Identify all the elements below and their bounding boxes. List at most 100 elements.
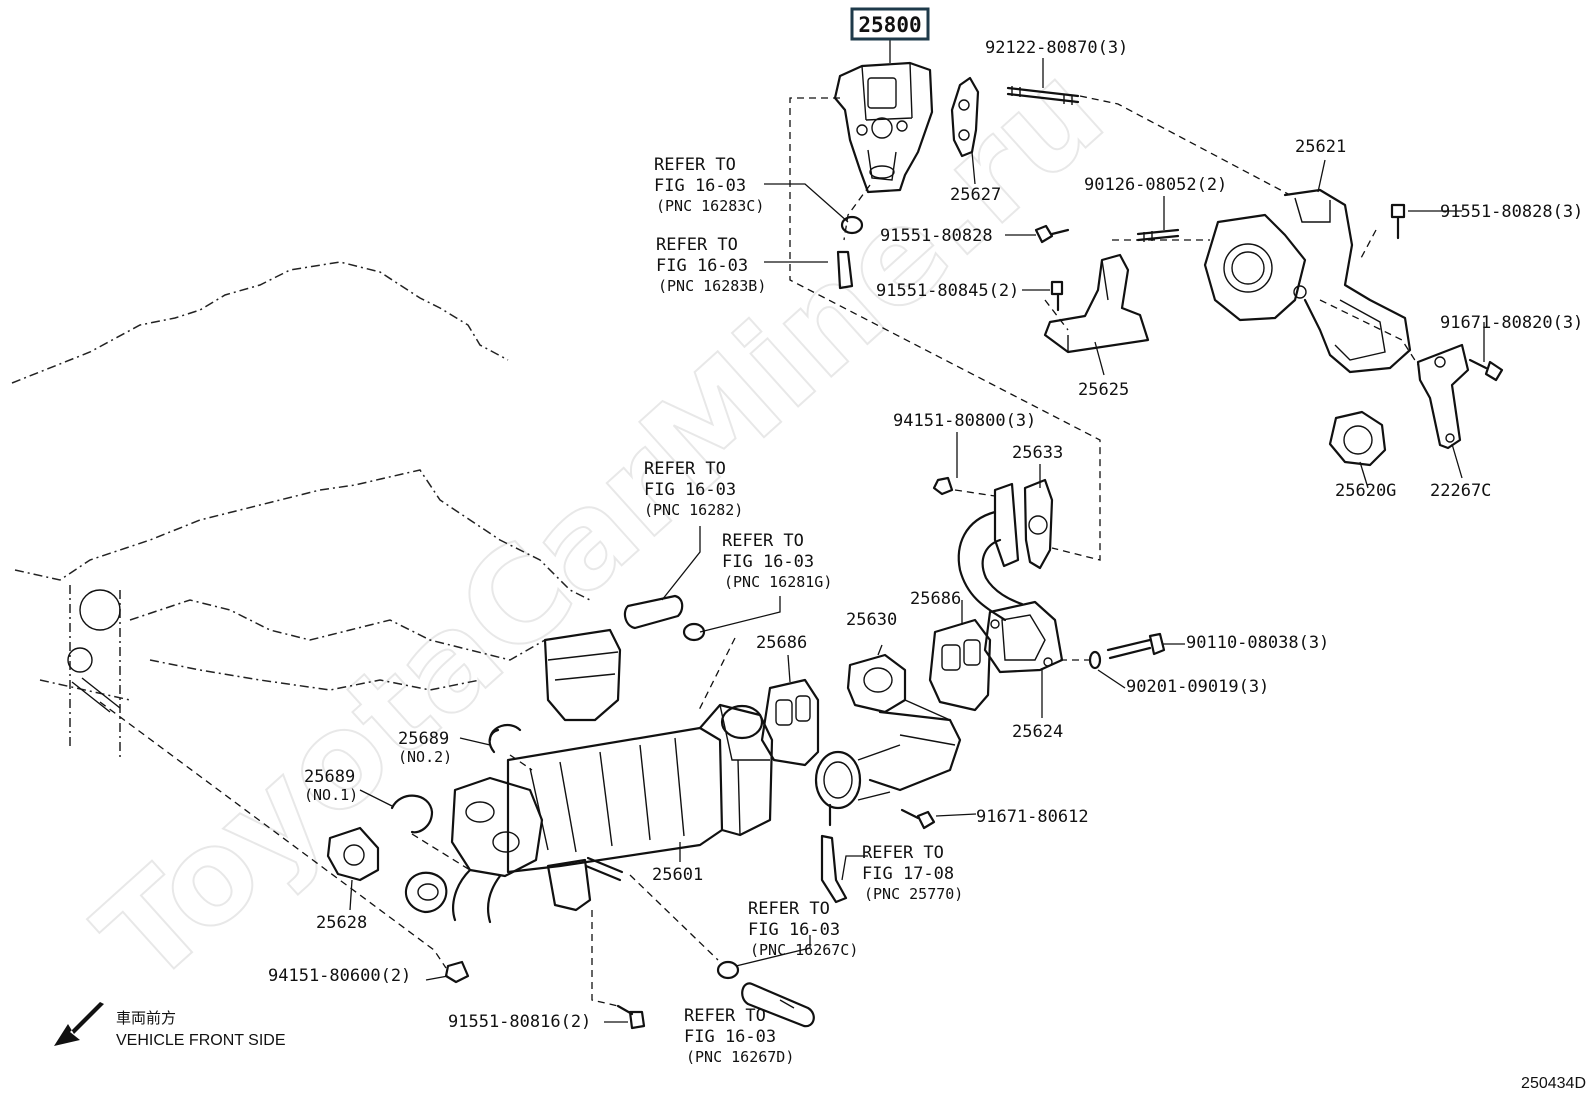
main-part-box: [850, 7, 930, 41]
label-94151-80600[interactable]: 94151-80600(2): [268, 966, 411, 986]
washer-90201[interactable]: [1088, 650, 1102, 670]
clamp-25689-no1[interactable]: [390, 794, 434, 834]
bracket-22267c[interactable]: [1416, 343, 1470, 450]
clamp-16281g[interactable]: [682, 622, 706, 642]
label-25625[interactable]: 25625: [1078, 380, 1129, 400]
label-25689-no1[interactable]: 25689: [304, 767, 355, 787]
label-25686-a[interactable]: 25686: [910, 589, 961, 609]
ref-line-c: (PNC 16283B): [658, 277, 766, 295]
ref-16267d[interactable]: REFER TO FIG 16-03 (PNC 16267D): [684, 1006, 794, 1066]
front-arrow-icon: [54, 1002, 104, 1046]
ref-line-c: (PNC 25770): [864, 885, 963, 903]
ref-line-a: REFER TO: [644, 459, 726, 479]
label-25686-b[interactable]: 25686: [756, 633, 807, 653]
label-91551-80828-3[interactable]: 91551-80828(3): [1440, 202, 1583, 222]
bolt-91551-80828-3[interactable]: [1390, 203, 1406, 240]
gasket-25628[interactable]: [326, 826, 380, 882]
label-91551-80816[interactable]: 91551-80816(2): [448, 1012, 591, 1032]
ref-line-c: (PNC 16267C): [750, 941, 858, 959]
ref-line-a: REFER TO: [654, 155, 736, 175]
label-25624[interactable]: 25624: [1012, 722, 1063, 742]
ref-line-a: REFER TO: [748, 899, 830, 919]
gasket-25633[interactable]: [1023, 478, 1054, 570]
ref-line-b: FIG 16-03: [748, 920, 840, 940]
main-part-number[interactable]: 25800: [858, 13, 921, 37]
labels: 25800 92122-80870(3) 25627 25621 90126-0…: [268, 7, 1583, 1066]
hose-16283b[interactable]: [836, 250, 854, 290]
label-25633[interactable]: 25633: [1012, 443, 1063, 463]
label-90201[interactable]: 90201-09019(3): [1126, 677, 1269, 697]
ref-16281g[interactable]: REFER TO FIG 16-03 (PNC 16281G): [722, 531, 832, 591]
ref-16282[interactable]: REFER TO FIG 16-03 (PNC 16282): [644, 459, 743, 519]
label-91551-80845[interactable]: 91551-80845(2): [876, 281, 1019, 301]
label-25689-no2[interactable]: 25689: [398, 729, 449, 749]
label-91671-80820[interactable]: 91671-80820(3): [1440, 313, 1583, 333]
front-label-jp: 車両前方: [116, 1009, 176, 1027]
egr-pipe-25621[interactable]: [1203, 188, 1412, 374]
bolt-91551-80816[interactable]: [616, 1004, 646, 1030]
label-25620g[interactable]: 25620G: [1335, 481, 1396, 501]
label-25689-no2-sub: (NO.2): [398, 748, 452, 766]
ref-line-c: (PNC 16281G): [724, 573, 832, 591]
ref-16283b[interactable]: REFER TO FIG 16-03 (PNC 16283B): [656, 235, 766, 295]
label-25689-no1-sub: (NO.1): [304, 786, 358, 804]
label-91671-80612[interactable]: 91671-80612: [976, 807, 1089, 827]
engine-mount-part: [543, 628, 622, 722]
ref-line-b: FIG 16-03: [644, 480, 736, 500]
egr-body-25630[interactable]: [814, 653, 962, 827]
label-22267c[interactable]: 22267C: [1430, 481, 1491, 501]
label-90126[interactable]: 90126-08052(2): [1084, 175, 1227, 195]
ref-16283c[interactable]: REFER TO FIG 16-03 (PNC 16283C): [654, 155, 764, 215]
label-92122[interactable]: 92122-80870(3): [985, 38, 1128, 58]
egr-valve-25800[interactable]: [833, 61, 934, 194]
ref-line-b: FIG 16-03: [656, 256, 748, 276]
nut-94151-80800[interactable]: [932, 476, 954, 496]
bolt-91671-80612[interactable]: [900, 808, 936, 830]
ref-line-a: REFER TO: [722, 531, 804, 551]
bolt-91551-80828[interactable]: [1034, 224, 1070, 244]
ref-line-b: FIG 16-03: [722, 552, 814, 572]
clamp-25689-no2[interactable]: [488, 723, 522, 754]
clamp-16283c[interactable]: [840, 215, 864, 235]
assembly-lines: [99, 95, 1419, 1007]
gasket-25686-a[interactable]: [928, 618, 992, 712]
egr-cooler-25601[interactable]: [450, 703, 774, 912]
hose-25770[interactable]: [820, 834, 848, 904]
label-25630[interactable]: 25630: [846, 610, 897, 630]
stud-90126[interactable]: [1136, 228, 1180, 242]
gasket-25686-b[interactable]: [760, 678, 820, 767]
hose-16267d[interactable]: [741, 982, 815, 1028]
ref-line-a: REFER TO: [656, 235, 738, 255]
front-label-en: VEHICLE FRONT SIDE: [116, 1032, 286, 1049]
engine-outline: [11, 261, 591, 760]
stud-92122[interactable]: [1006, 86, 1080, 105]
ref-line-c: (PNC 16283C): [656, 197, 764, 215]
clamp-16267c[interactable]: [716, 960, 740, 980]
bracket-25625[interactable]: [1043, 253, 1150, 354]
label-25621[interactable]: 25621: [1295, 137, 1346, 157]
label-91551-80828[interactable]: 91551-80828: [880, 226, 993, 246]
gasket-25620g[interactable]: [1328, 410, 1387, 467]
diagram-id: 250434D: [1521, 1075, 1586, 1092]
ref-line-c: (PNC 16282): [644, 501, 743, 519]
bolt-91671-80820[interactable]: [1468, 358, 1504, 382]
label-90110[interactable]: 90110-08038(3): [1186, 633, 1329, 653]
ref-16267c[interactable]: REFER TO FIG 16-03 (PNC 16267C): [748, 899, 858, 959]
ref-line-a: REFER TO: [862, 843, 944, 863]
label-25628[interactable]: 25628: [316, 913, 367, 933]
label-25627[interactable]: 25627: [950, 185, 1001, 205]
ref-line-b: FIG 16-03: [684, 1027, 776, 1047]
hose-16282[interactable]: [623, 594, 684, 630]
bolt-91551-80845[interactable]: [1050, 280, 1064, 312]
bolt-90110[interactable]: [1106, 632, 1166, 660]
label-25601[interactable]: 25601: [652, 865, 703, 885]
pipe-25628-area[interactable]: [404, 868, 502, 924]
ref-line-c: (PNC 16267D): [686, 1048, 794, 1066]
ref-25770[interactable]: REFER TO FIG 17-08 (PNC 25770): [862, 843, 963, 903]
leader-lines: [349, 40, 1485, 1023]
ref-line-b: FIG 16-03: [654, 176, 746, 196]
egr-pipe-25624[interactable]: [957, 482, 1064, 674]
label-94151-80800[interactable]: 94151-80800(3): [893, 411, 1036, 431]
nut-94151-80600[interactable]: [444, 960, 470, 984]
